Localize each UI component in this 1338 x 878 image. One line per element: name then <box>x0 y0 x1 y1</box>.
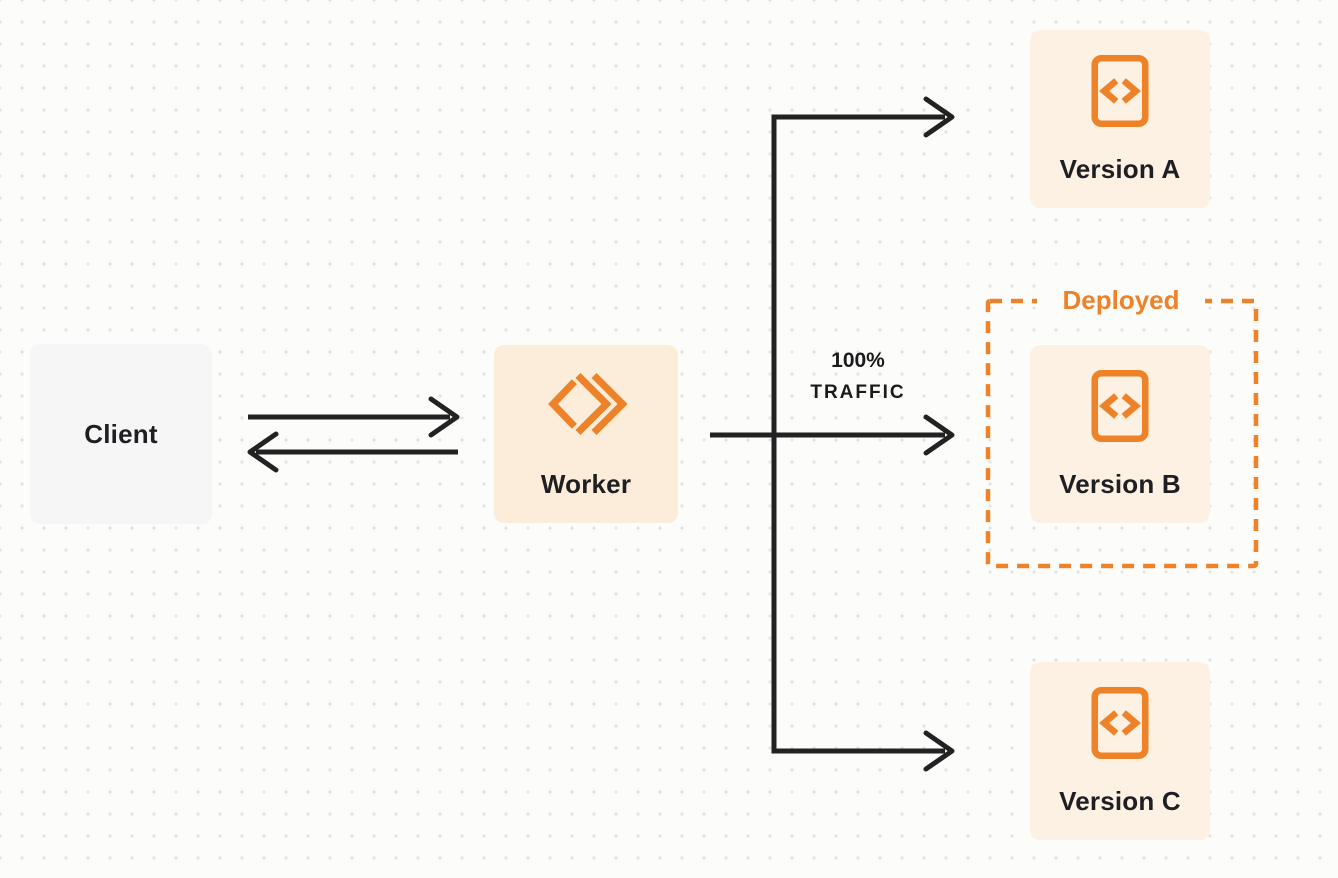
version-b-label: Version B <box>1059 468 1181 499</box>
traffic-percent: 100% <box>831 349 885 372</box>
code-file-icon <box>1091 369 1149 443</box>
arrow-to-version-c <box>771 730 955 772</box>
worker-node: Worker <box>494 345 678 523</box>
client-label: Client <box>84 418 158 449</box>
version-c-node: Version C <box>1030 662 1210 840</box>
code-file-icon <box>1091 686 1149 760</box>
worker-label: Worker <box>540 468 632 499</box>
version-b-node: Version B <box>1030 345 1210 523</box>
traffic-label: 100% TRAFFIC <box>787 349 929 404</box>
arrow-to-version-a <box>771 96 955 138</box>
deployed-label: Deployed <box>1037 284 1205 316</box>
version-a-node: Version A <box>1030 30 1210 208</box>
worker-to-client-arrow <box>247 431 458 473</box>
arrow-to-version-b <box>710 414 955 456</box>
cloudflare-workers-icon <box>545 369 627 439</box>
traffic-word: TRAFFIC <box>810 382 906 403</box>
code-file-icon <box>1091 54 1149 128</box>
version-a-label: Version A <box>1059 153 1181 184</box>
client-node: Client <box>30 344 212 524</box>
client-to-worker-arrow <box>248 396 460 438</box>
version-c-label: Version C <box>1059 785 1181 816</box>
